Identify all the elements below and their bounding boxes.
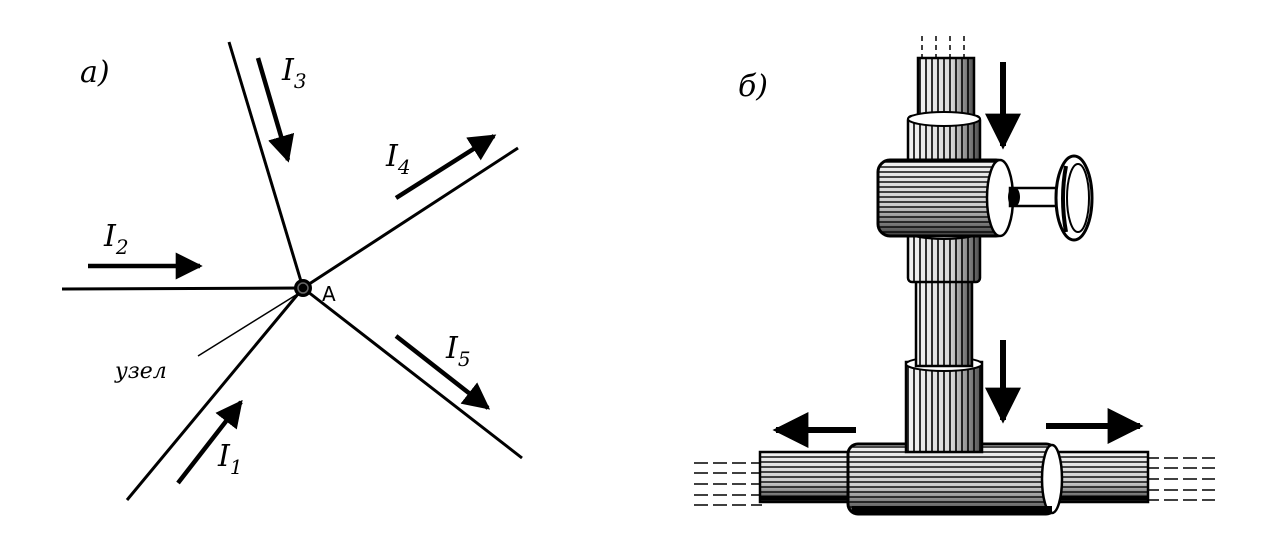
current-arrow-i4 xyxy=(394,134,497,200)
valve-handwheel xyxy=(1008,154,1094,242)
current-label-i5: I5 xyxy=(445,331,471,371)
wire-1 xyxy=(125,287,305,501)
current-label-i1: I1 xyxy=(217,439,243,479)
panel-b: б) xyxy=(694,36,1215,516)
node-a-ring xyxy=(297,282,309,294)
current-arrow-i1 xyxy=(176,399,243,485)
panel-b-label: б) xyxy=(738,69,768,104)
water-lines-top xyxy=(921,36,965,58)
valve-upper-collar xyxy=(906,111,982,172)
node-a-dot xyxy=(294,279,312,297)
valve-body xyxy=(876,158,1015,238)
node-pointer-line xyxy=(197,294,297,357)
water-lines-left xyxy=(694,462,762,506)
panel-a: а) A узел I1 I2 I3 I4 xyxy=(61,41,523,501)
water-lines-right xyxy=(1145,457,1215,501)
current-label-i2: I2 xyxy=(103,219,129,259)
vertical-pipe-middle xyxy=(914,276,974,368)
panel-a-label: а) xyxy=(80,55,110,90)
wire-3 xyxy=(227,41,305,289)
wire-4 xyxy=(302,146,519,290)
current-label-i4: I4 xyxy=(385,139,411,179)
tee-coupling xyxy=(846,442,1064,516)
node-label: A xyxy=(322,282,336,306)
vertical-pipe-lower xyxy=(904,356,984,454)
current-label-i3: I3 xyxy=(281,53,307,93)
node-caption: узел xyxy=(114,359,167,384)
current-arrow-i3 xyxy=(255,57,295,163)
current-arrow-i5 xyxy=(394,334,491,410)
wire-2 xyxy=(61,286,304,291)
wire-5 xyxy=(302,286,523,460)
